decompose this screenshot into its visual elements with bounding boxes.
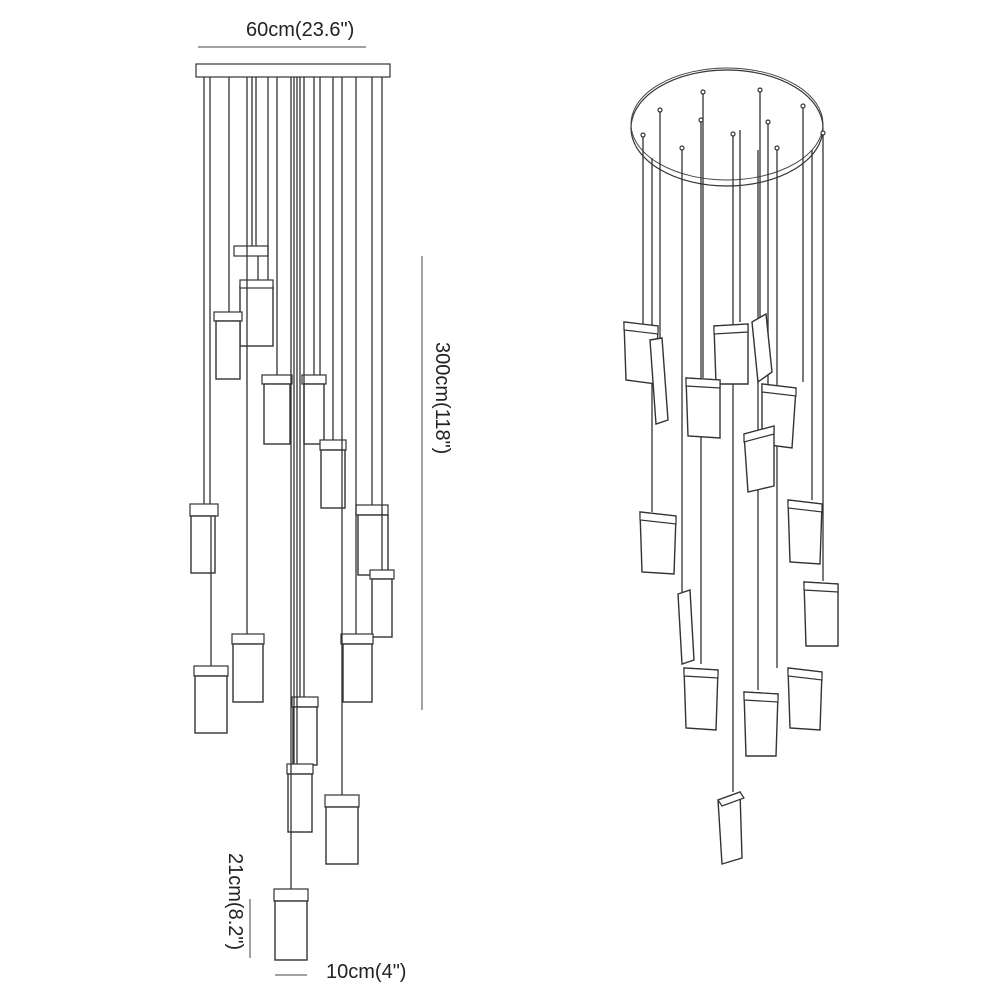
height-dimension-label: 300cm(118")	[431, 342, 453, 454]
pendant	[231, 77, 265, 703]
pendant	[301, 77, 327, 445]
pendant	[649, 337, 669, 425]
pendant	[273, 77, 309, 961]
pendant	[639, 511, 677, 575]
pendant	[685, 377, 721, 439]
pendant	[713, 323, 749, 385]
perspective-pendants	[623, 312, 839, 865]
pendant	[213, 77, 243, 380]
pendant-width-dimension-label: 10cm(4")	[326, 961, 406, 983]
pendant	[683, 667, 719, 731]
pendant	[677, 589, 695, 665]
pendant	[369, 77, 395, 638]
front-elevation-view: 60cm(23.6")	[189, 19, 453, 983]
pendant	[286, 77, 314, 833]
pendant	[743, 425, 775, 493]
pendant	[189, 77, 219, 574]
pendant	[623, 321, 659, 385]
pendant	[803, 581, 839, 647]
pendant	[787, 499, 823, 565]
front-pendants	[189, 77, 395, 961]
canopy-mount-dots	[640, 87, 826, 151]
pendant	[751, 312, 773, 384]
pendant	[319, 77, 347, 509]
pendant	[324, 77, 360, 865]
pendant	[355, 77, 389, 576]
pendant	[261, 77, 293, 445]
pendant	[233, 77, 274, 347]
width-dimension-label: 60cm(23.6")	[246, 19, 354, 41]
pendant	[717, 791, 745, 865]
ceiling-canopy	[195, 63, 391, 78]
pendant	[340, 77, 374, 703]
perspective-view	[623, 67, 839, 865]
pendant	[193, 516, 229, 734]
pendant	[743, 691, 779, 757]
pendant-height-dimension-label: 21cm(8.2")	[224, 853, 246, 950]
pendant	[787, 667, 823, 731]
